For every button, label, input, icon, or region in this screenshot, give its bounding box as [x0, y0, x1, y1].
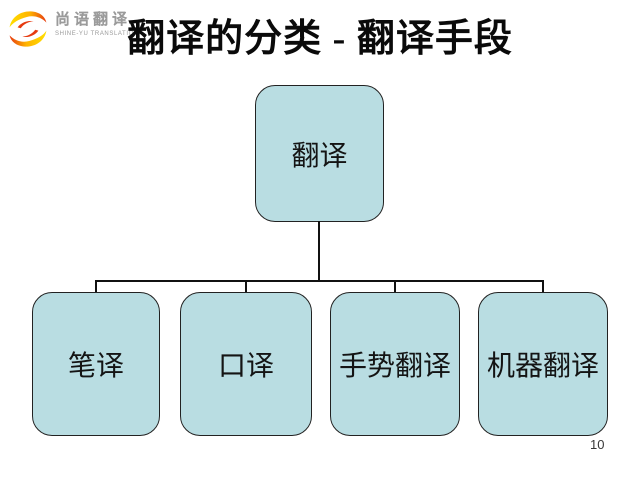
- page-number: 10: [590, 437, 605, 452]
- chart-node-label: 手势翻译: [338, 351, 451, 382]
- connector-root-vertical: [318, 221, 320, 282]
- logo: 尚语翻译 SHINE-YU TRANSLATION: [8, 7, 139, 51]
- chart-node-written-translation: 笔译: [32, 292, 160, 436]
- chart-node-root: 翻译: [255, 85, 384, 222]
- logo-text-block: 尚语翻译 SHINE-YU TRANSLATION: [55, 12, 139, 37]
- logo-brand-en: SHINE-YU TRANSLATION: [55, 30, 139, 37]
- chart-node-oral-interpretation: 口译: [180, 292, 312, 436]
- slide-title: 翻译的分类 - 翻译手段: [127, 18, 513, 60]
- logo-brand-cn: 尚语翻译: [55, 12, 132, 28]
- chart-node-machine-translation: 机器翻译: [478, 292, 608, 436]
- connector-stub-3: [394, 280, 396, 292]
- connector-stub-2: [245, 280, 247, 292]
- connector-stub-1: [95, 280, 97, 292]
- chart-node-sign-translation: 手势翻译: [330, 292, 460, 436]
- chart-node-label: 口译: [217, 351, 274, 382]
- chart-node-label: 机器翻译: [486, 351, 599, 382]
- connector-stub-4: [542, 280, 544, 292]
- chart-node-root-label: 翻译: [291, 140, 348, 172]
- connector-horizontal: [95, 280, 544, 282]
- shine-yu-swirl-logo-icon: [9, 11, 47, 47]
- chart-node-label: 笔译: [67, 351, 124, 382]
